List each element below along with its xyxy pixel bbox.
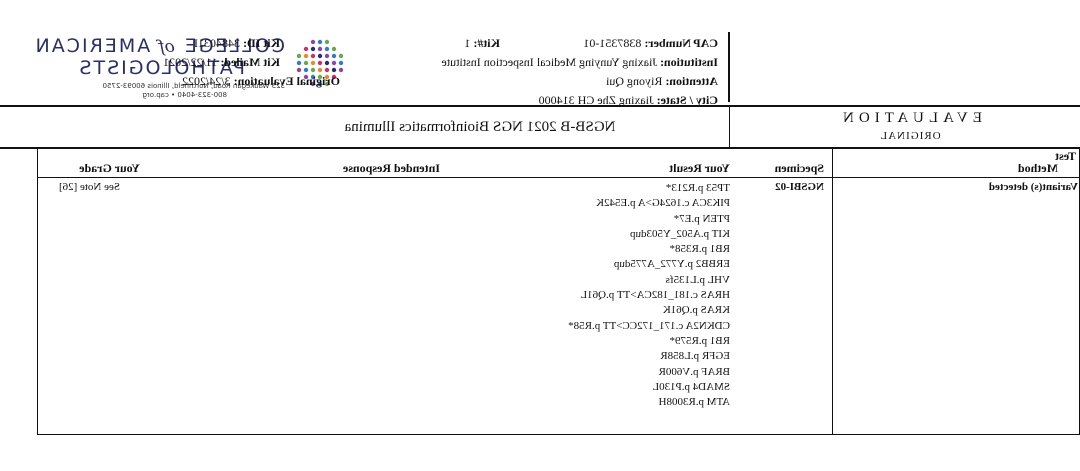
cell-test-method: Variant(s) detected xyxy=(988,181,1078,193)
result-item: ERBB2 p.Y772_A775dup xyxy=(613,258,730,271)
logo-dots-icon xyxy=(296,39,344,87)
org-contact: 800-323-4040 • cap.org xyxy=(142,91,227,99)
logo-dot xyxy=(310,74,316,80)
logo-dot xyxy=(317,67,323,73)
city-row: City / State: Jiaxing Zhe CH 314000 xyxy=(538,93,718,107)
logo-dot xyxy=(317,60,323,66)
cap-logo: COLLEGE of AMERICAN PATHOLOGISTS 325 Wau… xyxy=(34,32,345,102)
logo-dot xyxy=(324,60,330,66)
result-item: ATM p.R3008H xyxy=(658,396,730,409)
logo-dot xyxy=(324,39,330,45)
result-item: RB1 p.R579* xyxy=(669,334,730,347)
result-item: PIK3CA c.1624G>A p.E542K xyxy=(596,197,730,210)
cap-number-row: CAP Number: 8387351-01 xyxy=(583,36,718,50)
logo-dot xyxy=(331,53,337,59)
evaluation-title: EVALUATION xyxy=(838,110,982,126)
result-item: SMAD4 p.P130L xyxy=(652,380,730,393)
evaluation-subtitle: ORIGINAL xyxy=(879,130,941,142)
th-your-result: Your Result xyxy=(669,161,730,175)
program-rule xyxy=(0,147,1080,149)
result-item: TP53 p.R213* xyxy=(665,182,730,194)
logo-dot xyxy=(317,39,323,45)
th-intended-response: Intended Response xyxy=(342,161,440,175)
th-your-grade: Your Grade xyxy=(79,161,140,175)
result-item: KIT p.A502_Y503dup xyxy=(629,227,730,240)
logo-dot xyxy=(317,46,323,52)
specimen-col-divider xyxy=(832,147,833,435)
logo-dot xyxy=(324,81,330,87)
evaluation-divider xyxy=(729,107,730,147)
logo-dot xyxy=(338,53,344,59)
th-test-method-line2: Method xyxy=(1018,161,1058,175)
logo-dot xyxy=(324,46,330,52)
logo-dot xyxy=(303,67,309,73)
result-item: PTEN p.E7* xyxy=(673,212,730,225)
logo-dot xyxy=(338,60,344,66)
logo-dot xyxy=(310,81,316,87)
logo-dot xyxy=(303,74,309,80)
institution-row: Institution: Jiaxing Yunying Medical Ins… xyxy=(441,55,718,69)
result-item: KRAS p.Q61K xyxy=(662,304,730,317)
logo-dot xyxy=(310,39,316,45)
logo-dot xyxy=(310,53,316,59)
original-eval-row: Original Evaluation: 3/24/2022 xyxy=(181,74,340,88)
result-item: VHL p.L135fs xyxy=(665,273,730,286)
result-item: RB1 p.R358* xyxy=(669,243,730,256)
logo-dot xyxy=(303,60,309,66)
logo-dot xyxy=(296,60,302,66)
cell-specimen: NGSBI-02 xyxy=(775,181,824,193)
logo-dot xyxy=(317,81,323,87)
attention-row: Attention: Riyong Qui xyxy=(605,74,718,88)
table-header-rule xyxy=(37,177,1080,178)
th-specimen: Specimen xyxy=(774,161,824,175)
kit-id-row: Kit ID: 3484031I xyxy=(194,36,280,50)
logo-dot xyxy=(331,60,337,66)
logo-dot xyxy=(310,67,316,73)
logo-dot xyxy=(303,46,309,52)
logo-divider xyxy=(728,32,730,102)
logo-dot xyxy=(338,67,344,73)
th-test-method: Test Method xyxy=(1000,149,1080,175)
table-right-border xyxy=(37,147,38,435)
header-rule xyxy=(0,105,1080,107)
result-item: CDKN2A c.171_172CC>TT p.R58* xyxy=(568,319,730,332)
logo-dot xyxy=(317,53,323,59)
kit-no-row: Kit#: 1 xyxy=(464,36,500,50)
logo-dot xyxy=(310,60,316,66)
result-item: HRAS c.181_182CA>TT p.Q61L xyxy=(580,289,730,302)
logo-dot xyxy=(303,53,309,59)
logo-dot xyxy=(331,74,337,80)
result-item: BRAF p.V600R xyxy=(658,365,730,378)
logo-dot xyxy=(324,74,330,80)
program-title: NGSB-B 2021 NGS Bioinformatics Illumina xyxy=(344,119,616,135)
logo-dot xyxy=(324,67,330,73)
logo-dot xyxy=(324,53,330,59)
logo-dot xyxy=(317,74,323,80)
logo-dot xyxy=(331,67,337,73)
evaluation-box: EVALUATION ORIGINAL xyxy=(740,110,1080,150)
kit-mailed-row: Kit Mailed: 11/22/2021 xyxy=(163,55,280,69)
logo-dot xyxy=(310,46,316,52)
result-item: EGFR p.L858R xyxy=(660,350,730,363)
logo-dot xyxy=(296,53,302,59)
cell-grade: See Note [26] xyxy=(58,181,120,193)
result-list: TP53 p.R213* PIK3CA c.1624G>A p.E542K PTEN… xyxy=(360,181,730,410)
logo-dot xyxy=(296,67,302,73)
logo-dot xyxy=(331,46,337,52)
table-bottom-border xyxy=(37,434,1080,435)
